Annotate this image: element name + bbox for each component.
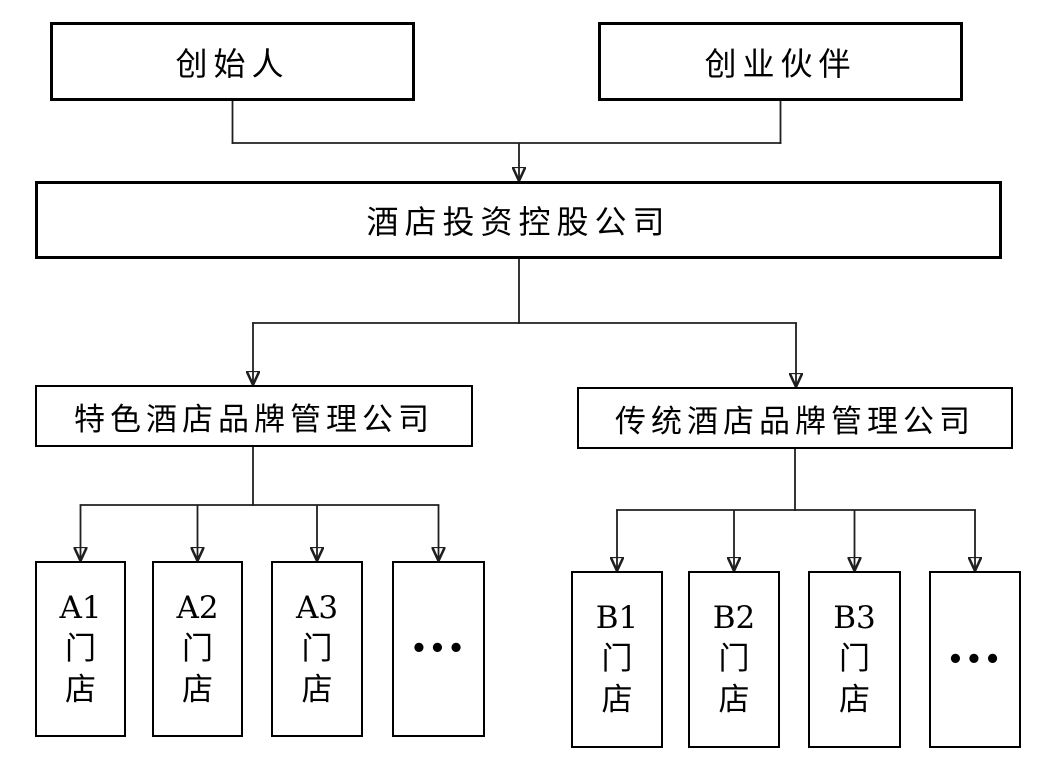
more-stores-b-ellipsis: •••	[947, 644, 1003, 675]
store-b2-line3: 店	[718, 682, 750, 718]
store-a3-line1: A3	[295, 589, 339, 626]
store-a1-line3: 店	[65, 671, 96, 708]
store-a1-line2: 门	[65, 630, 96, 667]
node-store-b3: B3 门 店	[808, 571, 901, 748]
store-a2-line1: A2	[176, 589, 219, 626]
store-b2-line2: 门	[718, 641, 750, 677]
node-founder-label: 创始人	[175, 44, 290, 83]
store-a3-line3: 店	[301, 671, 333, 708]
node-brand-b-company-label: 传统酒店品牌管理公司	[615, 403, 975, 440]
node-partner-label: 创业伙伴	[704, 44, 857, 83]
node-store-a2: A2 门 店	[152, 561, 243, 737]
store-b3-line2: 门	[839, 641, 870, 677]
store-a1-line1: A1	[59, 589, 102, 626]
store-a3-line2: 门	[301, 630, 333, 667]
store-b3-line1: B3	[833, 600, 876, 636]
store-b3-line3: 店	[839, 682, 870, 718]
store-b1-line1: B1	[595, 600, 639, 636]
node-store-a3: A3 门 店	[271, 561, 363, 737]
node-store-b1: B1 门 店	[571, 571, 663, 748]
node-founder: 创始人	[50, 22, 415, 101]
node-partner: 创业伙伴	[598, 22, 963, 101]
node-brand-a-company-label: 特色酒店品牌管理公司	[74, 401, 434, 438]
node-brand-a-company: 特色酒店品牌管理公司	[35, 385, 473, 447]
store-b1-line2: 门	[601, 641, 633, 677]
store-b1-line3: 店	[601, 682, 633, 718]
store-a2-line2: 门	[182, 630, 213, 667]
more-stores-a-ellipsis: •••	[410, 634, 467, 664]
node-more-stores-a: •••	[392, 561, 485, 737]
node-store-b2: B2 门 店	[688, 571, 780, 748]
node-brand-b-company: 传统酒店品牌管理公司	[577, 387, 1013, 449]
node-holding-company-label: 酒店投资控股公司	[366, 203, 671, 241]
node-more-stores-b: •••	[929, 571, 1021, 748]
node-holding-company: 酒店投资控股公司	[35, 181, 1002, 259]
node-store-a1: A1 门 店	[35, 561, 126, 737]
store-a2-line3: 店	[182, 671, 213, 708]
store-b2-line1: B2	[712, 600, 756, 636]
